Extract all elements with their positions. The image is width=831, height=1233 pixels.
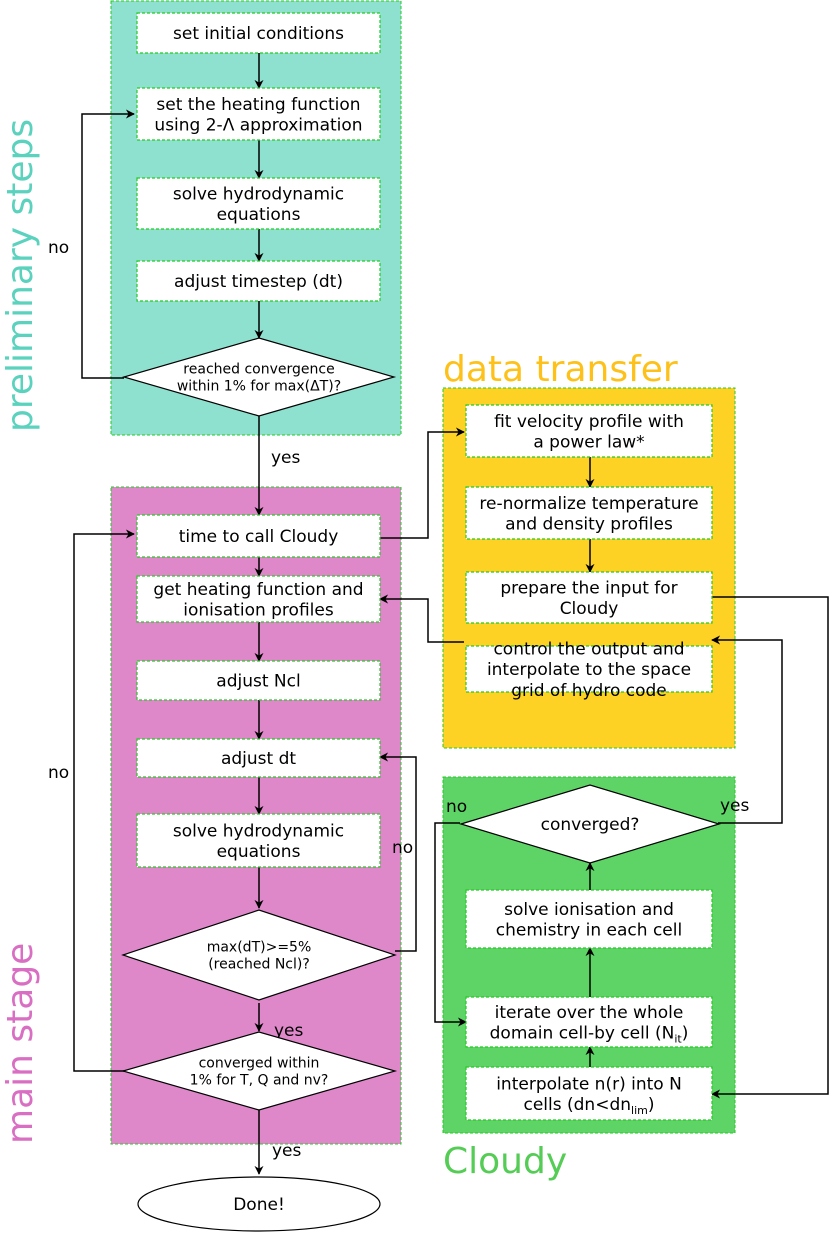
edge-label-yes-cloudy: yes (720, 796, 750, 816)
node-cd-shape (458, 784, 722, 864)
label-cloudy: Cloudy (443, 1141, 567, 1182)
edges (73, 53, 829, 1175)
edge-label-yes-md1: yes (274, 1021, 304, 1041)
node-p1-label: set initial conditions (173, 24, 344, 44)
edge-pd-no-loop (81, 109, 135, 379)
node-m4: adjust dt (136, 738, 381, 778)
node-t4-shape (465, 645, 713, 693)
node-m4-shape (136, 738, 381, 778)
node-m1-shape (136, 514, 381, 558)
edge-label-no-prelim: no (48, 238, 69, 258)
node-c2-shape (465, 996, 713, 1048)
node-done-shape (137, 1176, 381, 1232)
edge-label-yes-prelim: yes (271, 448, 301, 468)
edge-md2-no-loop (73, 529, 135, 1072)
node-m4-label: adjust dt (221, 749, 296, 769)
node-md2-shape (120, 1031, 398, 1111)
node-p4: adjust timestep (dt) (136, 260, 381, 302)
node-p3-shape (136, 177, 381, 230)
node-cd: converged? (458, 784, 722, 864)
edge-m1-t1 (380, 427, 465, 539)
edge-t3-c3 (711, 596, 829, 1099)
node-m1: time to call Cloudy (136, 514, 381, 558)
node-done: Done! (137, 1176, 381, 1232)
node-t3-shape (465, 571, 713, 624)
node-md1-label: max(dT)>=5%(reached Ncl)? (207, 940, 312, 973)
label-data-transfer: data transfer (443, 349, 678, 390)
node-pd-shape (121, 337, 397, 417)
node-m3: adjust Ncl (136, 660, 381, 701)
edge-label-yes-done: yes (272, 1141, 302, 1161)
node-m5-shape (136, 813, 381, 868)
label-preliminary-steps: preliminary steps (0, 119, 41, 432)
node-m3-label: adjust Ncl (216, 672, 300, 692)
node-m1-label: time to call Cloudy (179, 527, 339, 547)
node-m2-shape (136, 575, 381, 623)
edge-md1-no (379, 752, 417, 952)
node-p4-shape (136, 260, 381, 302)
node-c3-shape (465, 1066, 713, 1121)
edge-t4-m2 (379, 594, 464, 643)
node-md1: max(dT)>=5%(reached Ncl)? (121, 909, 397, 1001)
edge-cd-yes (711, 635, 783, 824)
node-p1: set initial conditions (136, 12, 381, 54)
node-done-label: Done! (233, 1195, 285, 1215)
node-p4-label: adjust timestep (dt) (174, 272, 343, 292)
label-main-stage: main stage (0, 943, 41, 1144)
edge-label-no-cloudy: no (446, 797, 467, 817)
edge-label-no-main: no (48, 763, 69, 783)
node-p1-shape (136, 12, 381, 54)
node-t1-shape (465, 404, 713, 458)
node-m3-shape (136, 660, 381, 701)
node-md1-shape (121, 909, 397, 1001)
edge-cd-no (434, 822, 467, 1027)
node-p2-shape (136, 87, 381, 141)
edge-label-no-dt: no (392, 838, 413, 858)
node-c1-shape (465, 889, 713, 949)
node-cd-label: converged? (541, 815, 640, 835)
node-t2-shape (465, 486, 713, 540)
